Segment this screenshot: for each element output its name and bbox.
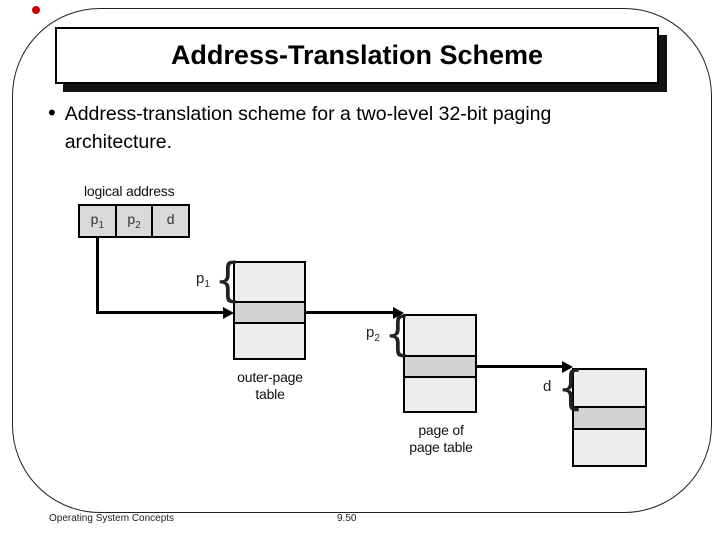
- footer-page-number: 9.50: [337, 513, 357, 524]
- arrow-pagetable-to-frame-line: [477, 365, 564, 368]
- logical-address-label: logical address: [84, 183, 175, 199]
- arrow-outer-to-pagetable-line: [306, 311, 394, 314]
- brace-p1-icon: {: [214, 253, 241, 307]
- page-title: Address-Translation Scheme: [170, 40, 544, 70]
- cell-p1: p1: [80, 206, 117, 236]
- slide-rounded-border: [12, 8, 712, 513]
- frame-table: [572, 368, 647, 467]
- bullet-marker: •: [48, 100, 56, 125]
- cell-d-label: d: [166, 211, 175, 228]
- page-of-page-table: [403, 314, 477, 413]
- cell-p1-label: p1: [90, 211, 105, 231]
- cell-d: d: [153, 206, 188, 236]
- brace-d-icon: {: [557, 361, 584, 415]
- arrow-p1-vertical-line: [96, 238, 99, 314]
- brace-p2-icon: {: [384, 307, 411, 361]
- footer-book-title: Operating System Concepts: [49, 513, 175, 524]
- frame-table-selected-entry: [574, 406, 645, 430]
- arrow-p1-head-icon: [223, 307, 234, 319]
- bullet-text: Address-translation scheme for a two-lev…: [64, 103, 552, 153]
- cell-p2-label: p2: [127, 211, 141, 231]
- outer-page-table-selected-entry: [235, 301, 304, 324]
- outer-page-table-label: outer-page table: [237, 369, 303, 402]
- outer-page-table: [233, 261, 306, 360]
- d-index-label: d: [543, 378, 552, 395]
- p2-index-label: p2: [366, 324, 380, 344]
- logical-address-table: p1 p2 d: [78, 204, 190, 238]
- page-of-page-table-selected-entry: [405, 355, 475, 378]
- arrow-outer-to-pagetable-head-icon: [393, 307, 404, 319]
- page-of-page-table-label: page of page table: [409, 422, 473, 455]
- arrow-p1-horizontal-line: [96, 311, 224, 314]
- bullet-item: • Address-translation scheme for a two-l…: [48, 100, 628, 156]
- record-dot-icon: [32, 6, 40, 14]
- cell-p2: p2: [117, 206, 154, 236]
- title-box: Address-Translation Scheme: [55, 27, 659, 84]
- arrow-pagetable-to-frame-head-icon: [562, 361, 573, 373]
- p1-index-label: p1: [196, 270, 210, 290]
